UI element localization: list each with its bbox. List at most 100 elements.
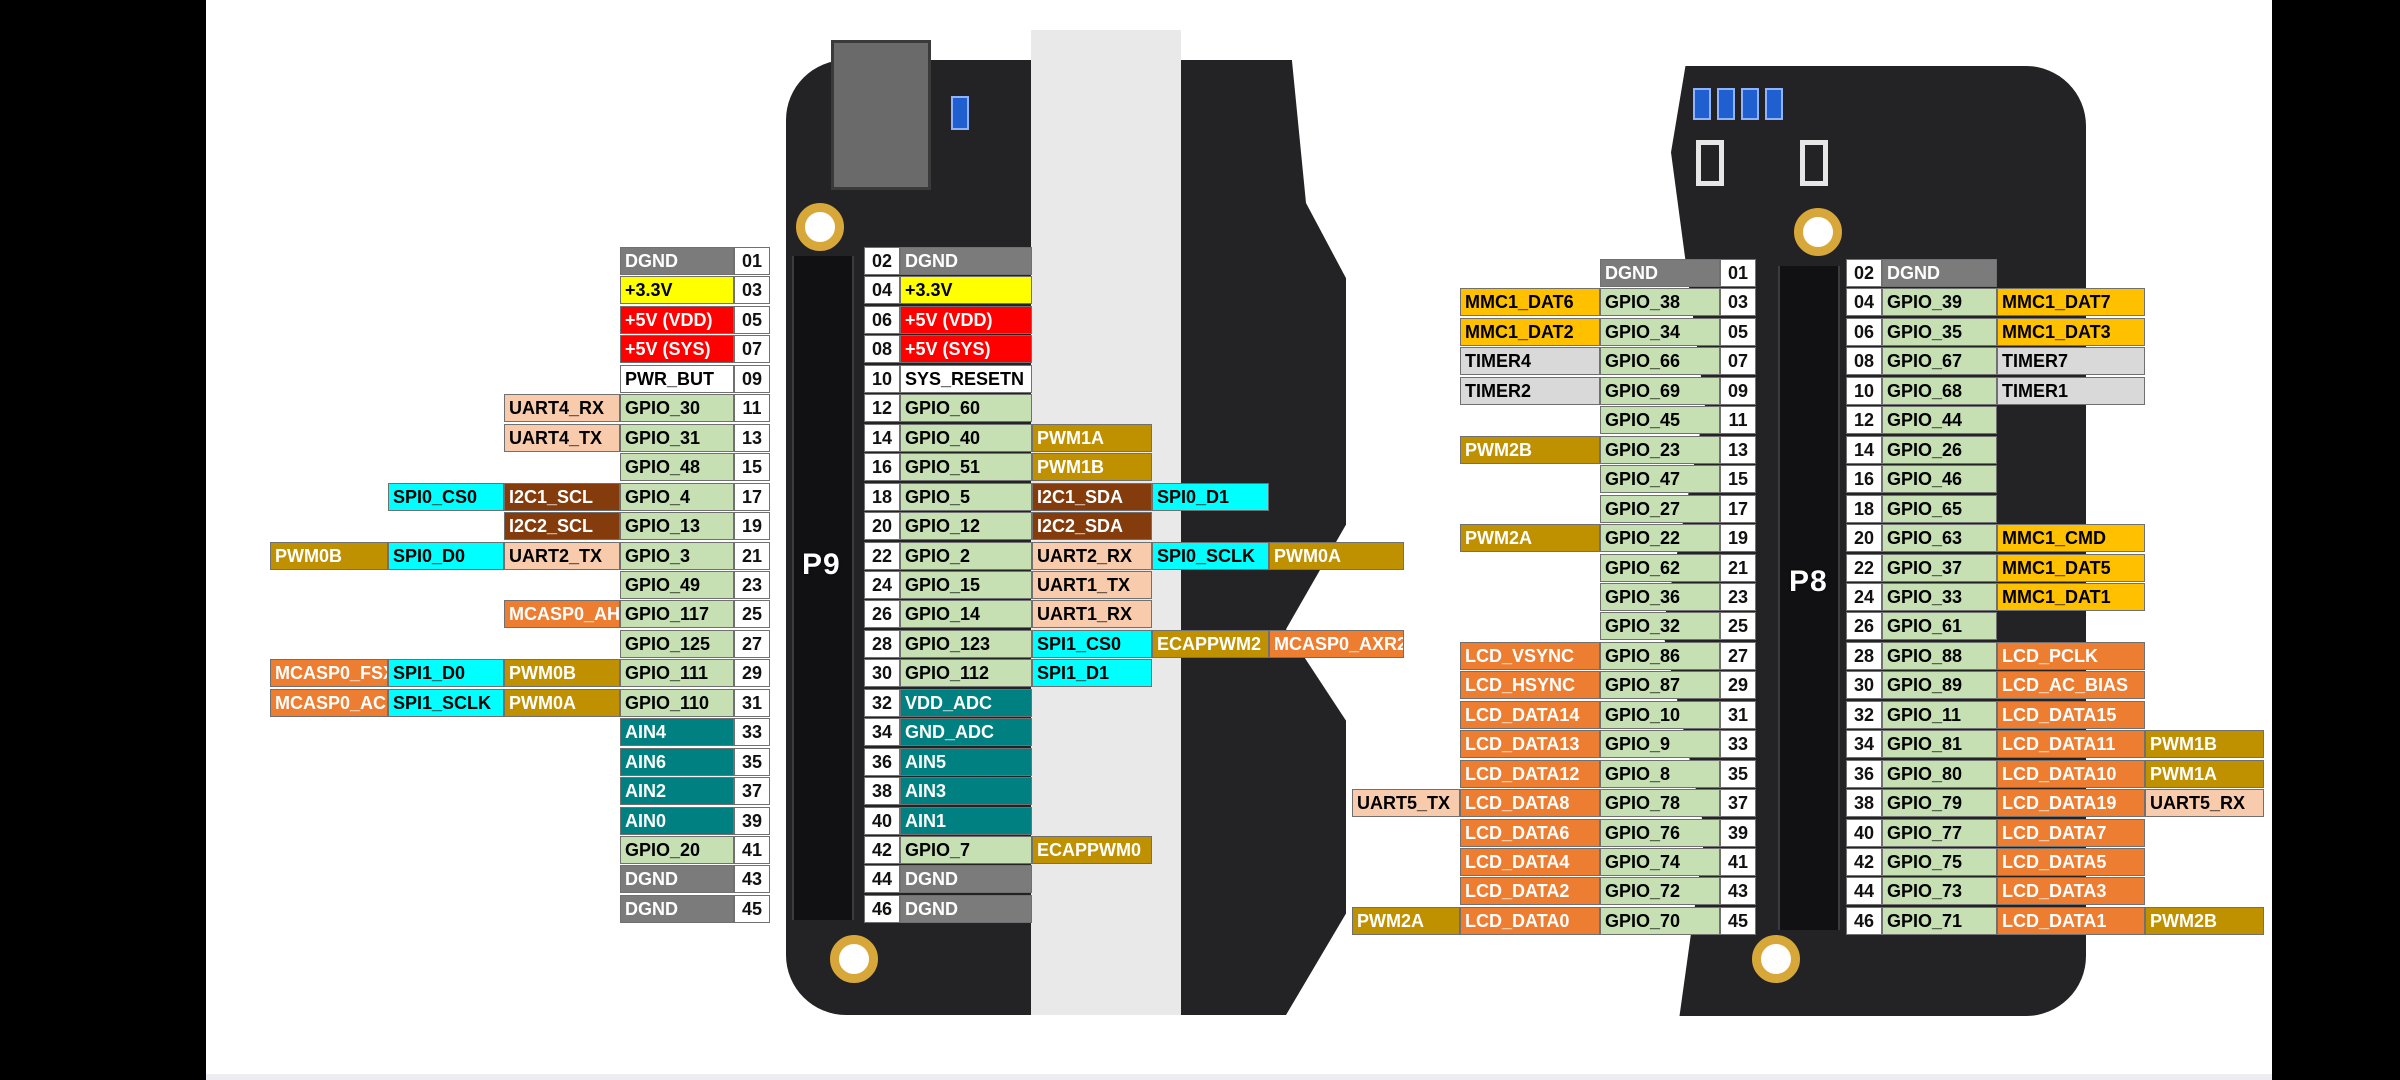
p8-pin-function: GPIO_86 [1600,641,1720,670]
p8-pin-function: GPIO_32 [1600,612,1720,641]
p8-pin-function: DGND [1882,259,1997,287]
p9-pin-function: DGND [620,865,734,894]
p9-pin-number: 04 [864,276,900,305]
p8-pin-function: GPIO_65 [1882,494,1997,523]
p9-pin-number: 28 [864,629,900,658]
p8-pin-number: 05 [1720,317,1756,346]
p8-pin-function: LCD_DATA2 [1460,877,1600,906]
p9-pin-function: SPI1_D1 [1032,659,1152,688]
p8-pin-function: GPIO_23 [1600,435,1720,464]
p9-pin-number: 45 [734,894,770,923]
p8-pin-number: 13 [1720,435,1756,464]
p8-pin-function: LCD_DATA1 [1997,906,2145,935]
p9-pin-function: GPIO_60 [900,394,1032,423]
p8-pin-function: LCD_DATA14 [1460,700,1600,729]
p8-pin-number: 18 [1846,494,1882,523]
p8-pin-function: LCD_DATA12 [1460,759,1600,788]
p8-pin-function: LCD_DATA11 [1997,730,2145,759]
p9-pin-function: PWM0B [270,541,388,570]
p8-pin-function: GPIO_33 [1882,582,1997,611]
p9-pin-number: 16 [864,453,900,482]
p8-pin-number: 34 [1846,730,1882,759]
p8-pin-number: 11 [1720,406,1756,435]
p9-pin-function: AIN5 [900,747,1032,776]
p9-pin-number: 08 [864,335,900,364]
p9-pin-number: 32 [864,688,900,717]
p8-pin-number: 46 [1846,906,1882,935]
p9-pin-number: 15 [734,453,770,482]
p9-pin-function: GPIO_40 [900,423,1032,452]
p9-pin-number: 19 [734,512,770,541]
p8-pin-function: GPIO_36 [1600,582,1720,611]
p8-pin-function: GPIO_22 [1600,524,1720,553]
p8-pin-function: GPIO_63 [1882,524,1997,553]
p8-pin-function: GPIO_38 [1600,288,1720,317]
p9-pin-function: GPIO_4 [620,482,734,511]
p9-pin-function: GPIO_2 [900,541,1032,570]
p8-pin-number: 32 [1846,700,1882,729]
p9-pin-function: UART4_TX [504,423,620,452]
p8-pin-function: MMC1_DAT6 [1460,288,1600,317]
p9-pin-function: AIN2 [620,777,734,806]
p9-pin-function: DGND [900,865,1032,894]
p8-pin-function: GPIO_73 [1882,877,1997,906]
p9-pin-number: 24 [864,570,900,599]
p9-pin-function: ECAPPWM2 [1152,629,1269,658]
p8-pin-function: PWM1A [2145,759,2264,788]
p8-pin-number: 41 [1720,848,1756,876]
p8-pin-number: 23 [1720,582,1756,611]
p8-pin-function: GPIO_87 [1600,671,1720,700]
p9-pin-number: 10 [864,364,900,393]
p8-pin-function: GPIO_46 [1882,465,1997,494]
p9-pin-function: GPIO_14 [900,600,1032,629]
p9-pin-number: 31 [734,688,770,717]
p8-pin-function: LCD_DATA3 [1997,877,2145,906]
p8-pin-function: GPIO_67 [1882,347,1997,376]
p8-pin-number: 25 [1720,612,1756,641]
p9-pin-function: GND_ADC [900,718,1032,747]
p8-pin-number: 09 [1720,376,1756,405]
p9-pin-function: I2C2_SDA [1032,512,1152,541]
p8-pin-number: 19 [1720,524,1756,553]
p8-pin-number: 06 [1846,317,1882,346]
p9-pin-function: GPIO_7 [900,836,1032,864]
p9-pin-function: SPI1_CS0 [1032,629,1152,658]
p9-pin-function: GPIO_31 [620,423,734,452]
p8-pin-function: GPIO_89 [1882,671,1997,700]
p9-pin-number: 29 [734,659,770,688]
p8-pin-function: GPIO_61 [1882,612,1997,641]
p8-pin-function: GPIO_8 [1600,759,1720,788]
p8-pin-function: GPIO_26 [1882,435,1997,464]
p9-pin-function: SPI1_SCLK [388,688,504,717]
p8-pin-function: LCD_DATA6 [1460,818,1600,847]
p8-pin-number: 35 [1720,759,1756,788]
p9-pin-function: GPIO_15 [900,570,1032,599]
p8-pin-function: GPIO_11 [1882,700,1997,729]
p8-pin-function: TIMER2 [1460,376,1600,405]
p8-pin-function: MMC1_DAT7 [1997,288,2145,317]
p9-pin-function: AIN4 [620,718,734,747]
p8-pin-number: 16 [1846,465,1882,494]
p8-pin-number: 22 [1846,553,1882,582]
p8-led-1 [1693,88,1711,120]
p9-pin-function: GPIO_51 [900,453,1032,482]
p9-pin-number: 35 [734,747,770,776]
p9-pin-function: ECAPPWM0 [1032,836,1152,864]
p8-pin-function: GPIO_62 [1600,553,1720,582]
p9-pin-function: PWM0A [1269,541,1404,570]
p9-pin-function: GPIO_13 [620,512,734,541]
p8-led-3 [1741,88,1759,120]
p8-pin-number: 39 [1720,818,1756,847]
p9-pin-function: +5V (VDD) [900,305,1032,334]
